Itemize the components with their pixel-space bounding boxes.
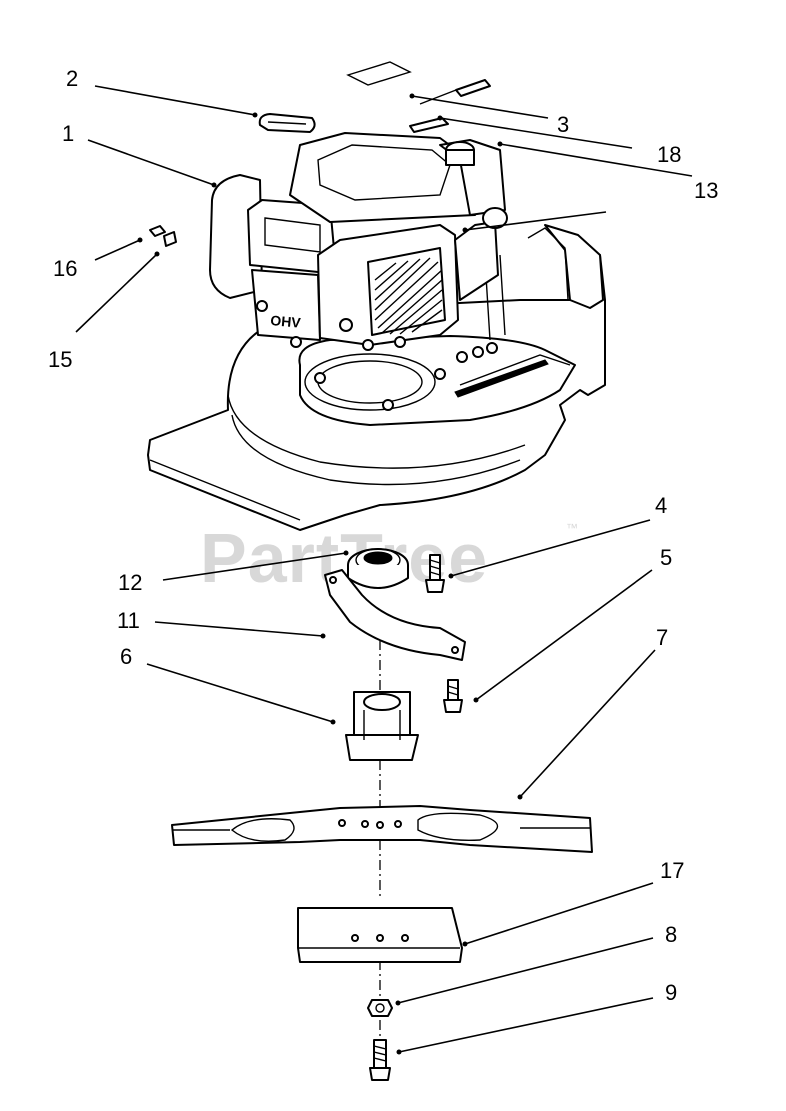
dipstick-tube [409, 117, 449, 133]
callout-labels: 2 1 3 18 13 16 15 4 5 12 11 7 6 17 8 9 [48, 66, 718, 1005]
engine: OHV [149, 61, 508, 351]
callout-8: 8 [665, 922, 677, 947]
mower-deck [147, 224, 606, 531]
callout-5: 5 [660, 545, 672, 570]
callout-4: 4 [655, 493, 667, 518]
blade-stiffener-16 [297, 907, 463, 963]
callout-2: 2 [66, 66, 78, 91]
callout-6: 6 [120, 644, 132, 669]
screw-4 [425, 554, 445, 593]
callout-9: 9 [665, 980, 677, 1005]
callout-15: 16 [53, 256, 77, 281]
callout-7: 7 [656, 625, 668, 650]
callout-14: 15 [48, 347, 72, 372]
screw-5 [443, 679, 463, 713]
watermark-trademark: ™ [566, 521, 578, 535]
bolt-9 [369, 1039, 391, 1081]
callout-13: 13 [694, 178, 718, 203]
bracket-11 [324, 569, 466, 661]
leader-lines [75, 85, 693, 1055]
engine-grille [374, 257, 443, 335]
blade-7 [171, 805, 593, 853]
callout-12: 12 [118, 570, 142, 595]
blade-adapter-6 [345, 691, 419, 761]
engine-marking: OHV [270, 312, 302, 331]
callout-11: 11 [117, 608, 140, 633]
decal-3 [346, 61, 412, 86]
bearing-12 [347, 548, 409, 589]
callout-3: 3 [557, 112, 569, 137]
callout-16: 17 [660, 858, 684, 883]
callout-17: 18 [657, 142, 681, 167]
callout-1: 1 [62, 121, 74, 146]
washer-8 [367, 999, 393, 1017]
